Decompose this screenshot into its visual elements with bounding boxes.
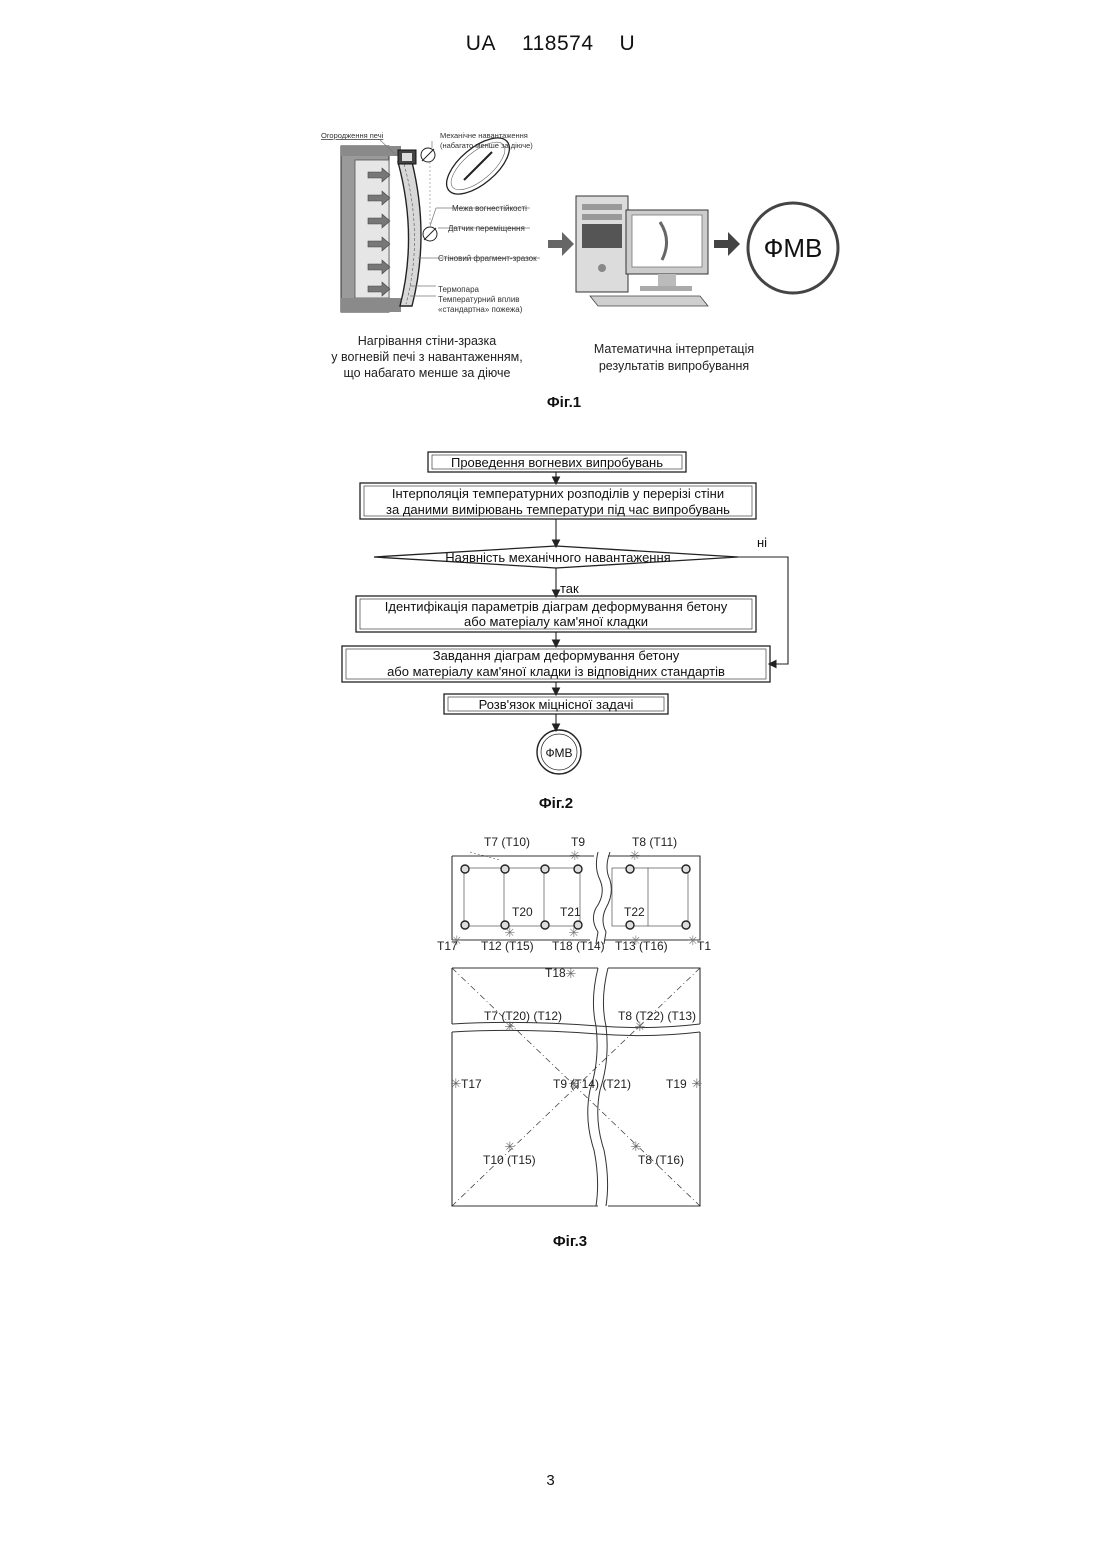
- flow-step-strength-label: Розв'язок міцнісної задачі: [479, 697, 634, 712]
- fig3-plan-t18: T18: [545, 966, 566, 980]
- fig1-caption: Фіг.1: [464, 394, 664, 411]
- label-mech-load: Механічне навантаження: [440, 131, 528, 140]
- fig3-top-t13-t16: T13 (T16): [615, 939, 668, 953]
- fig3-top-t21: T21: [560, 905, 581, 919]
- figure-2-flowchart: Проведення вогневих випробувань Інтерпол…: [0, 440, 1101, 800]
- fig1-left-text-line3: що набагато менше за діюче: [344, 366, 511, 380]
- svg-text:✳: ✳: [505, 1139, 516, 1154]
- flow-step-identification-line2: або матеріалу кам'яної кладки: [464, 614, 648, 629]
- fmv-result-label: ФМВ: [764, 233, 823, 263]
- svg-text:✳: ✳: [570, 848, 581, 863]
- fig3-top-t12-t15: T12 (T15): [481, 939, 534, 953]
- fig3-plan-t8-t22-t13: T8 (T22) (T13): [618, 1009, 696, 1023]
- flow-step-interpolation-line1: Інтерполяція температурних розподілів у …: [392, 486, 724, 501]
- flow-end-label: ФМВ: [545, 746, 572, 760]
- fig3-plan-t17: T17: [461, 1077, 482, 1091]
- label-furnace-wall: Огородження печі: [321, 131, 384, 140]
- arrow-to-computer-icon: [548, 232, 574, 256]
- label-temp-effect: Температурний вплив: [438, 295, 520, 304]
- fig3-plan-t9-t14-t21: T9 (T14) (T21): [553, 1077, 631, 1091]
- fig3-plan-t19: T19: [666, 1077, 687, 1091]
- label-wall-fragment: Стіновий фрагмент-зразок: [438, 254, 537, 263]
- label-temp-effect-note: «стандартна» пожежа): [438, 305, 523, 314]
- fig3-top-t9: T9: [571, 835, 585, 849]
- flow-yes-label: так: [560, 581, 579, 596]
- flow-step-tests-label: Проведення вогневих випробувань: [451, 455, 663, 470]
- fig3-top-t1: T1: [697, 939, 711, 953]
- fig3-caption: Фіг.3: [470, 1233, 670, 1250]
- flow-step-interpolation-line2: за даними вимірювань температури під час…: [386, 502, 730, 517]
- fig3-top-t22: T22: [624, 905, 645, 919]
- flow-step-standards-line2: або матеріалу кам'яної кладки із відпові…: [387, 664, 725, 679]
- fig1-left-text-line2: у вогневій печі з навантаженням,: [331, 350, 522, 364]
- label-thermocouple: Термопара: [438, 285, 480, 294]
- page-number: 3: [0, 1472, 1101, 1489]
- fig1-left-text-line1: Нагрівання стіни-зразка: [358, 334, 497, 348]
- fig3-top-t17: T17: [437, 939, 458, 953]
- svg-text:✳: ✳: [451, 1076, 462, 1091]
- fig3-plan-t7-t20-t12: T7 (T20) (T12): [484, 1009, 562, 1023]
- flow-step-identification-line1: Ідентифікація параметрів діаграм деформу…: [385, 599, 728, 614]
- fig3-plan-t8-t16: T8 (T16): [638, 1153, 684, 1167]
- fig3-top-t8-t11: T8 (T11): [632, 835, 677, 849]
- label-fire-limit: Межа вогнестійкості: [452, 204, 527, 213]
- computer-icon: [576, 196, 708, 306]
- flow-no-label: ні: [757, 535, 767, 550]
- svg-text:✳: ✳: [631, 1139, 642, 1154]
- label-mech-load-note: (набагато менше за діюче): [440, 141, 533, 150]
- svg-text:✳: ✳: [505, 925, 516, 940]
- flow-decision-label: Наявність механічного навантаження: [445, 550, 670, 565]
- fig1-right-text-line2: результатів випробування: [599, 359, 749, 373]
- flow-step-standards-line1: Завдання діаграм деформування бетону: [433, 648, 680, 663]
- fig3-top-t7-t10: T7 (T10): [484, 835, 530, 849]
- figure-3: ✳ ✳ ✳ ✳ ✳ ✳ ✳ T7 (T10) T9 T8 (T11) T20 T21 T…: [0, 820, 1101, 1230]
- svg-text:✳: ✳: [692, 1076, 703, 1091]
- svg-text:✳: ✳: [569, 925, 580, 940]
- figure-1: Огородження печі Механічне навантаження …: [0, 0, 1101, 420]
- fig2-caption: Фіг.2: [456, 795, 656, 812]
- svg-text:✳: ✳: [630, 848, 641, 863]
- fig1-right-text-line1: Математична інтерпретація: [594, 342, 754, 356]
- arrow-to-result-icon: [714, 232, 740, 256]
- fig3-top-t20: T20: [512, 905, 533, 919]
- label-displacement-sensor: Датчик переміщення: [448, 224, 525, 233]
- svg-text:✳: ✳: [566, 966, 577, 981]
- fig3-plan-t10-t15: T10 (T15): [483, 1153, 536, 1167]
- fig3-top-t18-t14: T18 (T14): [552, 939, 605, 953]
